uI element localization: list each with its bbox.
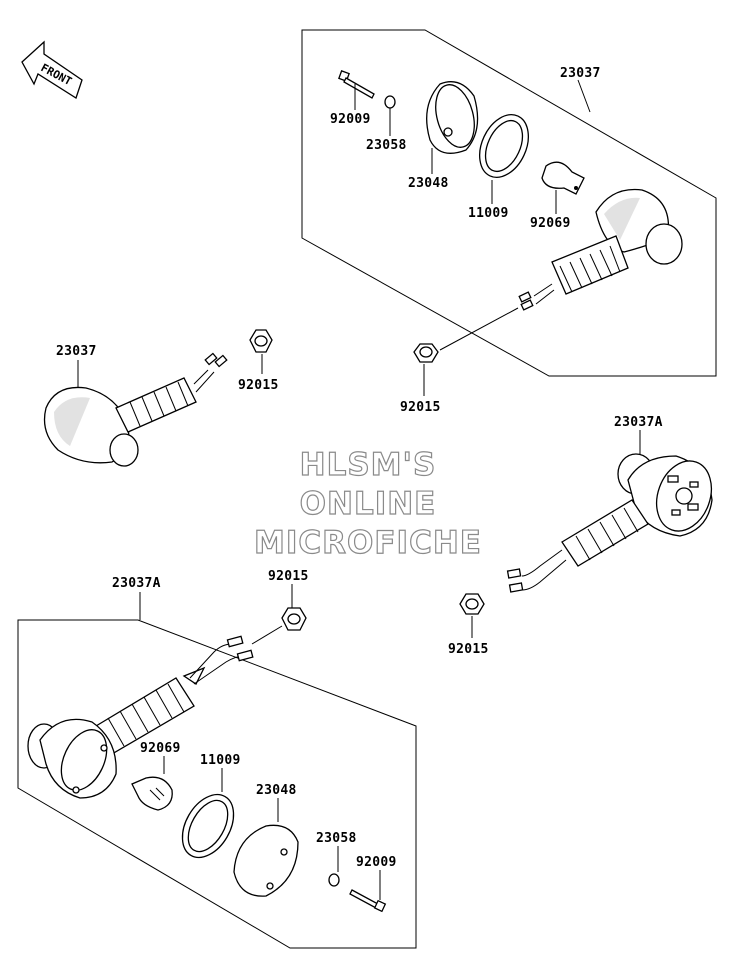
bottom-nut-part: [281, 607, 307, 631]
watermark-line-2: ONLINE: [300, 486, 437, 522]
left-signal-part: [43, 352, 228, 467]
watermark: HLSM'S ONLINE MICROFICHE: [253, 446, 482, 561]
top-lens-part: [426, 81, 479, 154]
callout-bottom-nut: 92015: [268, 569, 309, 584]
callout-top-lens: 23048: [408, 176, 449, 191]
right-nut-part: [459, 593, 485, 615]
callout-top-box-assembly: 23037: [560, 66, 601, 81]
watermark-line-1: HLSM'S: [300, 447, 437, 483]
callout-bottom-washer: 23058: [316, 831, 357, 846]
callout-bottom-gasket: 11009: [200, 753, 241, 768]
callout-top-bulb: 92069: [530, 216, 571, 231]
bottom-gasket-part: [181, 793, 235, 859]
leader-top-box: [577, 79, 591, 113]
callout-top-washer: 23058: [366, 138, 407, 153]
right-signal-part: [506, 453, 713, 593]
bottom-box-outline: [17, 619, 417, 949]
left-nut-part: [249, 329, 273, 353]
callout-bottom-lens: 23048: [256, 783, 297, 798]
top-nut-part: [413, 343, 439, 363]
top-gasket-part: [479, 114, 529, 178]
leader-top-nut-to-signal: [439, 307, 519, 351]
callout-right-signal: 23037A: [614, 415, 663, 430]
callout-left-nut: 92015: [238, 378, 279, 393]
top-washer-part: [384, 95, 396, 109]
bottom-washer-part: [328, 873, 340, 887]
top-signal-housing-part: [518, 188, 683, 311]
bottom-screw-part: [349, 889, 387, 913]
callout-top-nut: 92015: [400, 400, 441, 415]
top-box-outline: [301, 29, 717, 377]
top-screw-part: [338, 70, 375, 99]
front-arrow-icon: FRONT: [21, 40, 83, 99]
bottom-bulb-part: [131, 776, 173, 811]
callout-right-nut: 92015: [448, 642, 489, 657]
bottom-signal-housing-part: [27, 635, 254, 799]
callout-top-screw: 92009: [330, 112, 371, 127]
watermark-line-3: MICROFICHE: [254, 525, 482, 561]
top-bulb-part: [541, 161, 585, 195]
callout-bottom-box-assembly: 23037A: [112, 576, 161, 591]
leader-bottom-nut-to-signal: [251, 625, 283, 645]
callout-left-signal: 23037: [56, 344, 97, 359]
bottom-lens-part: [233, 824, 299, 897]
callout-top-gasket: 11009: [468, 206, 509, 221]
callout-bottom-bulb: 92069: [140, 741, 181, 756]
callout-bottom-screw: 92009: [356, 855, 397, 870]
